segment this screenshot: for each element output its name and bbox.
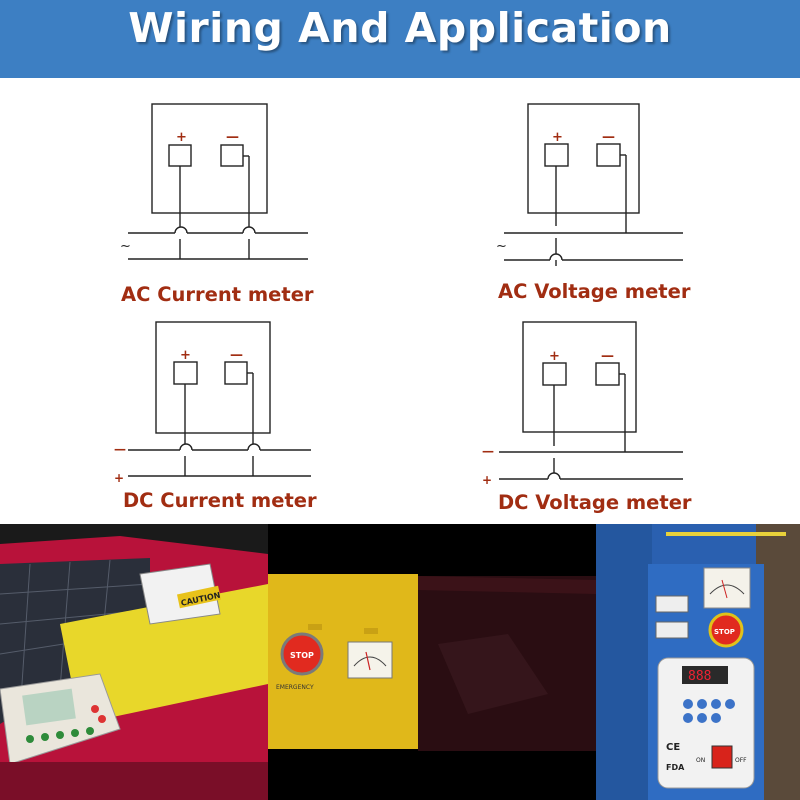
photo-laser-cutter-red: CAUTION [0,524,268,800]
ac-current-diagram [128,103,308,260]
ac-line-label: ~ [496,239,507,254]
fda-label: FDA [666,763,685,772]
off-label: OFF [735,757,747,764]
plus-terminal [544,143,569,167]
photo-laser-panel-blue: STOP 888 CE FDA ON OFF [596,524,800,800]
minus-terminal [595,362,620,386]
title-banner: Wiring And Application [0,0,800,78]
plus-label: + [549,349,560,364]
plus-label: + [180,348,191,363]
plus-terminal [542,362,567,386]
meter-box [155,321,271,434]
meter-box [522,321,637,433]
ac-voltage-diagram [504,103,683,266]
plus-label: + [176,130,187,145]
dc-minus-line-label: — [114,442,126,456]
caption-dc-current: DC Current meter [123,489,317,512]
minus-label: — [602,130,615,145]
dc-plus-line-label: + [114,471,124,485]
meter-box [527,103,640,214]
plus-terminal [173,361,198,385]
minus-label: — [601,349,614,364]
caption-ac-current: AC Current meter [121,283,314,306]
minus-terminal [596,143,621,167]
ac-line-label: ~ [120,239,131,254]
on-label: ON [696,757,705,764]
dc-current-diagram [128,321,311,477]
caption-dc-voltage: DC Voltage meter [498,491,692,514]
minus-terminal [220,144,244,167]
emergency-label: EMERGENCY [276,684,314,691]
dc-plus-line-label: + [482,473,492,487]
meter-box [151,103,268,214]
application-photos: CAUTION STOP EMERGENCY [0,524,800,800]
stop-label: STOP [714,628,735,636]
minus-label: — [226,130,239,145]
plus-label: + [552,130,563,145]
minus-terminal [224,361,248,385]
wiring-diagrams: + — + — + — + — ~ ~ — + — + AC Current m… [0,78,800,524]
stop-label: STOP [290,651,314,660]
display-label: 888 [688,669,711,684]
dc-voltage-diagram [499,321,683,480]
caption-ac-voltage: AC Voltage meter [498,280,691,303]
plus-terminal [168,144,192,167]
minus-label: — [230,348,243,363]
photo-laser-cutter-yellow: STOP EMERGENCY [268,524,596,800]
ce-label: CE [666,742,680,753]
dc-minus-line-label: — [482,444,494,458]
page-title: Wiring And Application [128,4,672,52]
wiring-diagrams-svg: + — + — + — + — ~ ~ — + — + [114,103,683,487]
